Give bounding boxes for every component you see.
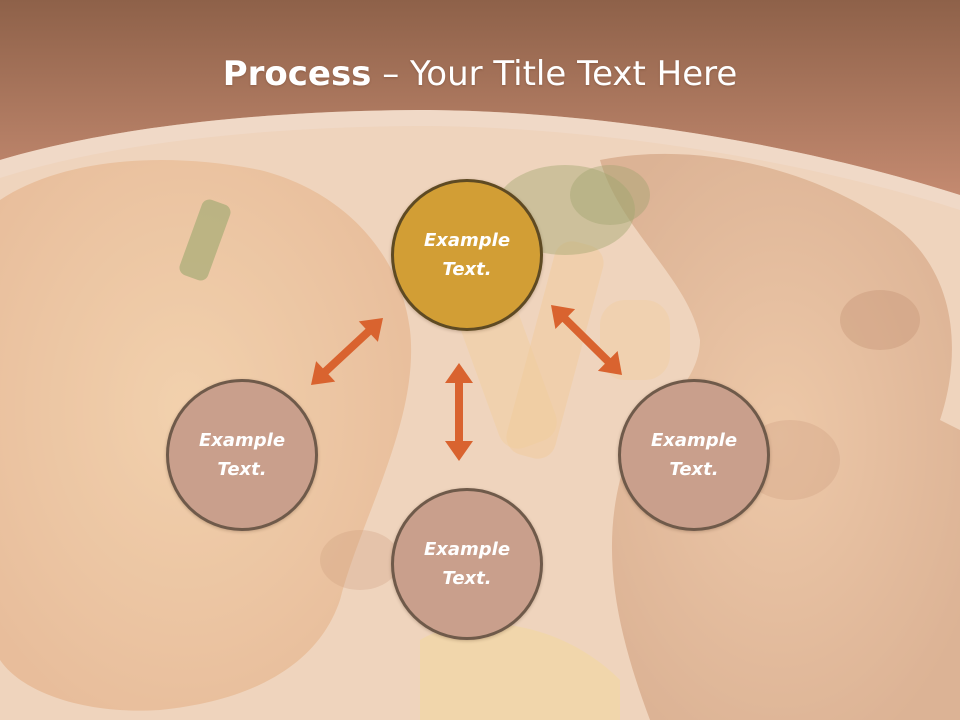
- arrow-top-right: [551, 305, 622, 375]
- process-node-bottom: Example Text.: [391, 488, 543, 640]
- arrows: [311, 305, 622, 461]
- process-node-top: Example Text.: [391, 179, 543, 331]
- process-node-right: Example Text.: [618, 379, 770, 531]
- title-rest: – Your Title Text Here: [371, 54, 738, 94]
- arrow-top-bottom: [445, 363, 473, 461]
- node-right-label: Example Text.: [650, 430, 738, 480]
- process-node-left: Example Text.: [166, 379, 318, 531]
- title-bold: Process: [222, 54, 372, 94]
- slide-title: Process – Your Title Text Here: [0, 52, 960, 96]
- node-top-label: Example Text.: [423, 230, 511, 280]
- arrow-top-left: [311, 318, 383, 385]
- node-left-label: Example Text.: [198, 430, 286, 480]
- node-bottom-label: Example Text.: [423, 539, 511, 589]
